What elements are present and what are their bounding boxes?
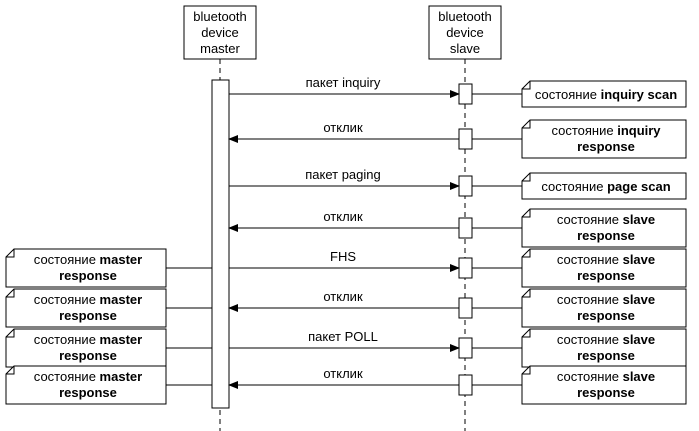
participant-master: bluetooth device master: [183, 5, 257, 60]
master-state-note-4-line-2: response: [59, 385, 117, 400]
slave-state-note-7-line-1: состояние slave: [557, 332, 655, 347]
participant-slave-line-3: slave: [450, 41, 480, 56]
slave-state-note-1: состояние inquiry scan: [521, 80, 687, 108]
slave-state-note-8-line-2: response: [577, 385, 635, 400]
message-label-1: пакет inquiry: [306, 75, 381, 90]
message-label-5: FHS: [330, 249, 356, 264]
slave-state-note-6-line-2: response: [577, 308, 635, 323]
slave-activation-7: [458, 337, 473, 359]
message-label-2: отклик: [323, 120, 363, 135]
slave-activations: [458, 83, 473, 396]
participant-master-line-2: device: [201, 25, 239, 40]
participant-slave: bluetooth device slave: [428, 5, 502, 60]
slave-state-note-1-fold: [522, 81, 531, 90]
message-label-8: отклик: [323, 366, 363, 381]
slave-state-note-8-line-1: состояние slave: [557, 369, 655, 384]
master-state-note-3-line-1: состояние master: [34, 332, 142, 347]
slave-state-note-4-box: [521, 208, 687, 248]
message-label-7: пакет POLL: [308, 329, 378, 344]
slave-state-note-4-fold: [522, 209, 531, 218]
master-state-note-4-box: [5, 365, 167, 405]
slave-state-note-7-line-2: response: [577, 348, 635, 363]
master-state-note-1-box: [5, 248, 167, 288]
slave-state-note-3-fold: [522, 173, 531, 182]
slave-state-note-3-text: состояние page scan: [541, 179, 670, 194]
slave-state-note-5-fold: [522, 249, 531, 258]
slave-state-note-6-box: [521, 288, 687, 328]
slave-activation-4: [458, 217, 473, 239]
slave-state-note-2-fold: [522, 120, 531, 129]
slave-activation-6: [458, 297, 473, 319]
slave-state-note-5-line-1: состояние slave: [557, 252, 655, 267]
slave-activation-8: [458, 374, 473, 396]
master-state-note-2-box: [5, 288, 167, 328]
master-state-note-4-fold: [6, 366, 15, 375]
master-state-note-1-fold: [6, 249, 15, 258]
master-state-note-2-line-2: response: [59, 308, 117, 323]
message-label-4: отклик: [323, 209, 363, 224]
message-label-6: отклик: [323, 289, 363, 304]
slave-activation-2: [458, 128, 473, 150]
slave-activation-1: [458, 83, 473, 105]
participant-slave-line-1: bluetooth: [438, 9, 492, 24]
participant-master-line-3: master: [200, 41, 240, 56]
master-state-note-2-fold: [6, 289, 15, 298]
slave-activation-3: [458, 175, 473, 197]
slave-state-note-7-fold: [522, 329, 531, 338]
participant-slave-line-2: device: [446, 25, 484, 40]
slave-state-note-2-line-1: состояние inquiry: [551, 123, 661, 138]
slave-state-note-1-text: состояние inquiry scan: [535, 87, 677, 102]
slave-state-note-2-line-2: response: [577, 139, 635, 154]
slave-state-note-4-line-1: состояние slave: [557, 212, 655, 227]
slave-state-note-4-line-2: response: [577, 228, 635, 243]
master-state-note-1-line-1: состояние master: [34, 252, 142, 267]
message-label-3: пакет paging: [305, 167, 381, 182]
participant-slave-box: [428, 5, 502, 60]
slave-state-note-3-box: [521, 172, 687, 200]
slave-state-note-2-box: [521, 119, 687, 159]
slave-state-note-6-fold: [522, 289, 531, 298]
slave-state-note-5-line-2: response: [577, 268, 635, 283]
slave-state-note-8-box: [521, 365, 687, 405]
master-state-note-3-fold: [6, 329, 15, 338]
slave-state-note-1-box: [521, 80, 687, 108]
participant-master-line-1: bluetooth: [193, 9, 247, 24]
slave-activation-5: [458, 257, 473, 279]
slave-state-note-6-line-1: состояние slave: [557, 292, 655, 307]
master-state-note-2-line-1: состояние master: [34, 292, 142, 307]
master-activation-bar: [211, 79, 230, 409]
slave-state-note-5-box: [521, 248, 687, 288]
slave-state-note-3: состояние page scan: [521, 172, 687, 200]
participant-master-box: [183, 5, 257, 60]
master-state-note-1-line-2: response: [59, 268, 117, 283]
master-state-note-3-line-2: response: [59, 348, 117, 363]
slave-state-note-8-fold: [522, 366, 531, 375]
master-state-note-4-line-1: состояние master: [34, 369, 142, 384]
